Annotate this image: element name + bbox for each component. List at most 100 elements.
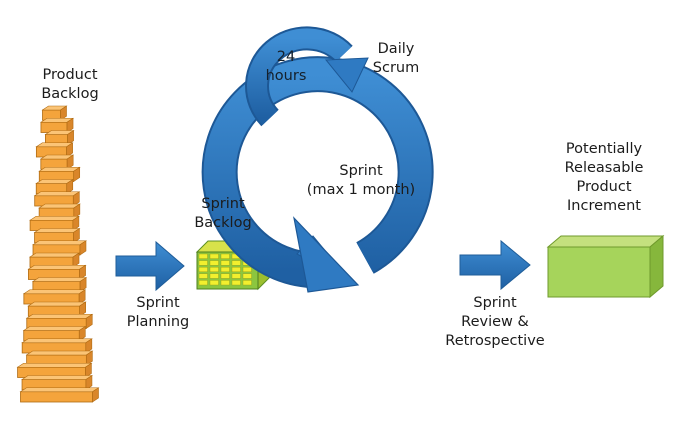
increment-line2: Releasable xyxy=(564,160,644,176)
backlog-item-side xyxy=(73,203,81,219)
backlog-item-side xyxy=(78,289,86,305)
product-increment-box xyxy=(546,234,665,299)
backlog-item-top xyxy=(19,387,100,393)
sprint-backlog-task xyxy=(220,267,230,273)
backlog-item-side xyxy=(60,105,67,121)
sprint-backlog-task xyxy=(231,280,241,286)
sprint-backlog-task xyxy=(198,280,208,286)
sprint-backlog-task xyxy=(209,273,219,279)
backlog-item-top xyxy=(21,338,93,344)
backlog-item-top xyxy=(33,191,81,197)
sprint-backlog-task xyxy=(242,280,252,286)
backlog-item-top xyxy=(27,301,87,307)
backlog-item-side xyxy=(72,252,80,268)
sprint-backlog-task xyxy=(220,273,230,279)
sprint-backlog-task xyxy=(231,273,241,279)
increment-line1: Potentially xyxy=(565,141,643,157)
daily-scrum-line2: Scrum xyxy=(372,60,420,76)
hours-line1: 24 xyxy=(276,49,296,65)
backlog-item-top xyxy=(22,326,87,331)
sprint-backlog-task xyxy=(198,273,208,279)
sprint-label: Sprint (max 1 month) xyxy=(296,162,426,200)
backlog-item-side xyxy=(92,387,99,403)
backlog-item-top xyxy=(21,375,93,380)
backlog-item-top xyxy=(31,277,88,282)
backlog-item-top xyxy=(28,252,81,258)
sprint-backlog-line2: Backlog xyxy=(194,215,252,231)
sprint-backlog-task xyxy=(209,253,219,259)
backlog-item-side xyxy=(79,276,87,293)
backlog-item-side xyxy=(66,117,74,134)
daily-scrum-label: Daily Scrum xyxy=(360,40,432,78)
backlog-item-side xyxy=(73,191,80,207)
sprint-backlog-task xyxy=(198,267,208,273)
backlog-item-side xyxy=(66,178,74,195)
backlog-item-top xyxy=(33,228,81,233)
increment-line4: Increment xyxy=(567,198,641,214)
sprint-review-label: Sprint Review & Retrospective xyxy=(430,294,560,351)
backlog-item-top xyxy=(25,313,94,319)
backlog-item-side xyxy=(66,154,74,170)
sprint-planning-arrow xyxy=(115,240,185,292)
hours-line2: hours xyxy=(265,68,307,84)
product-backlog-label: Product Backlog xyxy=(26,66,114,104)
sprint-backlog-task xyxy=(209,267,219,273)
sprint-planning-line1: Sprint xyxy=(136,295,180,311)
sprint-review-line1: Sprint xyxy=(473,295,517,311)
product-backlog-stack xyxy=(16,105,100,403)
sprint-review-line3: Retrospective xyxy=(445,333,545,349)
backlog-item-side xyxy=(85,362,92,379)
sprint-line1: Sprint xyxy=(339,163,383,179)
sprint-backlog-task xyxy=(231,260,241,266)
backlog-item-side xyxy=(79,264,86,281)
backlog-item-side xyxy=(85,374,93,391)
sprint-backlog-task xyxy=(231,267,241,273)
daily-scrum-line1: Daily xyxy=(377,41,415,57)
backlog-item-top xyxy=(27,264,87,270)
sprint-planning-label: Sprint Planning xyxy=(110,294,206,332)
increment-label: Potentially Releasable Product Increment xyxy=(546,140,662,216)
sprint-review-arrow xyxy=(459,239,531,291)
sprint-backlog-task xyxy=(242,273,252,279)
sprint-backlog-task xyxy=(198,253,208,259)
hours-label: 24 hours xyxy=(256,48,316,86)
backlog-item xyxy=(20,391,93,403)
backlog-item-top xyxy=(38,203,81,209)
backlog-item-side xyxy=(73,227,80,244)
backlog-item-side xyxy=(79,301,86,317)
sprint-backlog-task xyxy=(220,280,230,286)
sprint-backlog-task xyxy=(220,260,230,266)
sprint-planning-line2: Planning xyxy=(126,314,190,330)
product-backlog-line2: Backlog xyxy=(41,86,99,102)
sprint-backlog-task xyxy=(220,253,230,259)
product-backlog-line1: Product xyxy=(42,67,98,83)
sprint-review-line2: Review & xyxy=(461,314,529,330)
sprint-backlog-task xyxy=(209,260,219,266)
backlog-item-side xyxy=(72,215,80,232)
backlog-item-side xyxy=(73,166,81,183)
backlog-item-side xyxy=(67,129,74,146)
backlog-item-side xyxy=(85,313,93,330)
sprint-backlog-line1: Sprint xyxy=(201,196,245,212)
sprint-line2: (max 1 month) xyxy=(306,182,416,198)
backlog-item-side xyxy=(78,325,86,342)
backlog-item-top xyxy=(25,350,94,356)
increment-line3: Product xyxy=(576,179,632,195)
sprint-backlog-label: Sprint Backlog xyxy=(182,195,264,233)
sprint-backlog-task xyxy=(209,280,219,286)
backlog-item-side xyxy=(86,350,93,366)
sprint-backlog-task xyxy=(242,267,252,273)
backlog-item-top xyxy=(29,215,80,221)
daily-cycle-arrow xyxy=(245,26,369,127)
backlog-item-side xyxy=(85,338,93,354)
sprint-cycle-arrow xyxy=(201,56,434,293)
backlog-item-top xyxy=(38,166,81,172)
backlog-item-top xyxy=(32,240,87,246)
backlog-item-top xyxy=(16,362,93,368)
backlog-item-side xyxy=(66,142,73,158)
sprint-backlog-task xyxy=(198,260,208,266)
backlog-item-top xyxy=(22,289,87,295)
backlog-item-side xyxy=(79,240,87,256)
